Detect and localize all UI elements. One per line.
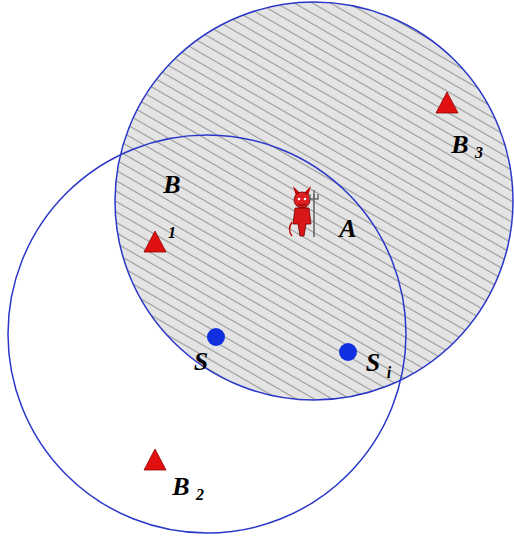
attacker-devil (290, 186, 319, 237)
node-name: A (339, 216, 356, 242)
node-name: B (163, 172, 180, 198)
node-index: 1 (168, 225, 176, 241)
node-name: B (451, 132, 468, 158)
node-name: S (194, 349, 208, 375)
beacon-triangle (144, 449, 166, 470)
node-index: 3 (475, 145, 483, 161)
sensor-range-circle (8, 135, 406, 533)
sensor-dot (339, 343, 357, 361)
attack-range-area (115, 2, 513, 400)
node-name: B (172, 474, 189, 500)
node-index: 2 (196, 487, 204, 503)
sensor-dot (207, 328, 225, 346)
node-name: S (366, 350, 380, 376)
attacker-range-circle (115, 2, 513, 400)
node-index: i (387, 365, 391, 381)
beacon-triangle (436, 92, 458, 113)
beacon-triangle (144, 231, 166, 252)
